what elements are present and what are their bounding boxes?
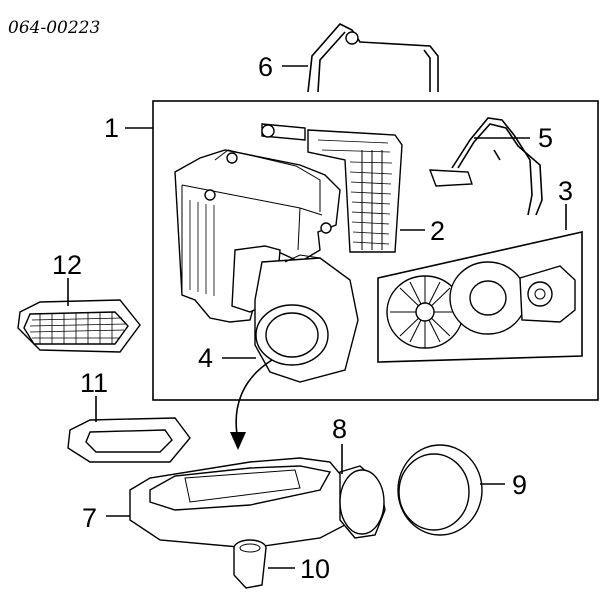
callout-1: 1 (104, 113, 119, 143)
callout-2: 2 (430, 216, 445, 246)
callout-10: 10 (300, 554, 330, 584)
callout-4: 4 (198, 343, 213, 373)
part-6-hose (307, 23, 439, 93)
part-11-gasket (67, 417, 191, 463)
callout-9: 9 (512, 470, 527, 500)
callout-6: 6 (258, 52, 273, 82)
part-9-seal-ring (397, 444, 483, 536)
callout-11: 11 (80, 368, 108, 398)
document-id: 064-00223 (8, 18, 100, 38)
leader-lines (67, 65, 567, 569)
part-3-blower-motor (377, 230, 583, 363)
part-8-duct-ring (339, 465, 386, 539)
callout-7: 7 (82, 503, 97, 533)
callout-8: 8 (332, 414, 347, 444)
part-10-drain-fitting (233, 539, 267, 589)
flow-arrow (230, 359, 273, 450)
callout-12: 12 (52, 250, 82, 280)
part-4-blower-outlet (254, 254, 359, 383)
callout-5: 5 (538, 123, 553, 153)
assembly-frame (152, 100, 599, 401)
part-2-heater-core (261, 123, 403, 253)
part-12-inlet-grille (17, 299, 141, 353)
part-5-resistor (428, 117, 543, 216)
part-7-air-duct (129, 457, 346, 549)
callout-3: 3 (558, 176, 573, 206)
callout-numbers: 1 2 3 4 5 6 7 8 9 10 11 12 (52, 52, 573, 584)
